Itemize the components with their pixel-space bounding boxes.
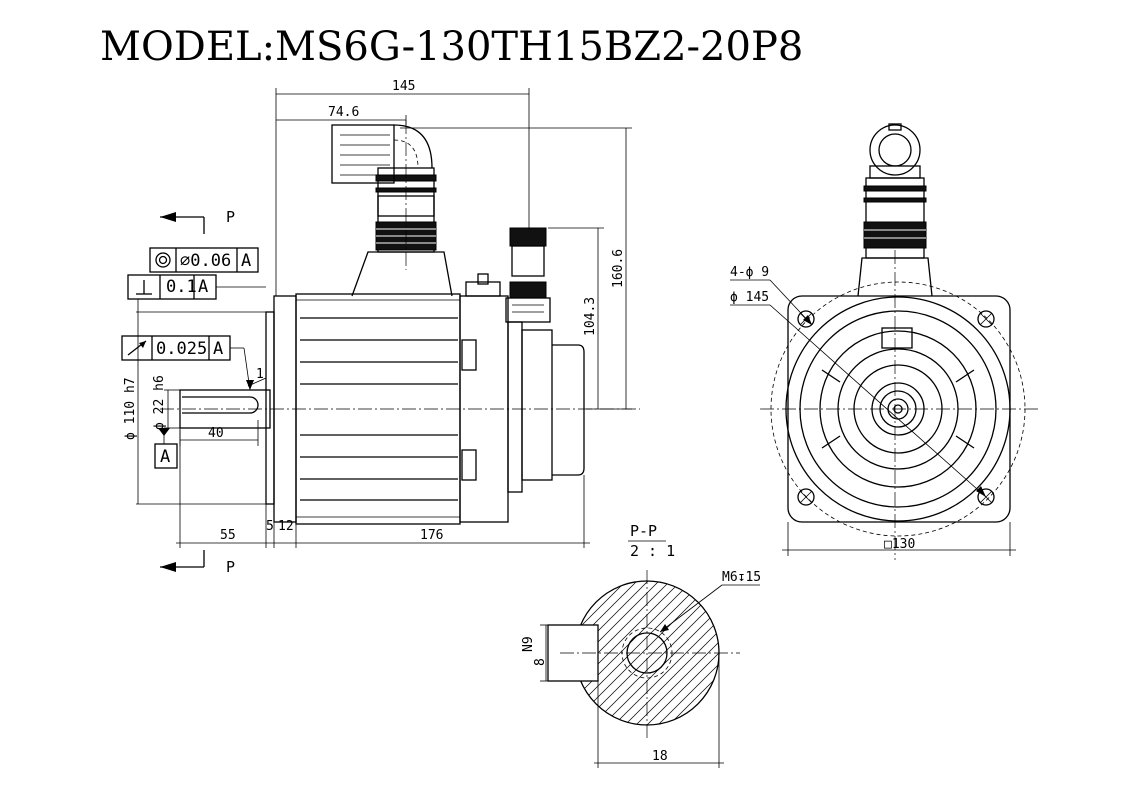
front-connector — [857, 123, 933, 297]
hatch-line — [723, 580, 869, 726]
runout-value: 0.025 — [156, 339, 207, 359]
perpendicularity-datum: A — [198, 277, 208, 297]
motor-shaft — [179, 389, 271, 429]
motor-body — [295, 273, 585, 525]
hatch-line — [415, 580, 561, 726]
dim-height-connector: 104.3 — [583, 297, 598, 336]
encoder-connector — [505, 227, 551, 323]
dim-square: □130 — [884, 537, 915, 552]
hatch-line — [575, 581, 639, 725]
dim-key-length: 40 — [208, 426, 224, 441]
mounting-holes — [797, 310, 995, 506]
hatch-line — [656, 581, 719, 725]
hatch-line — [734, 580, 880, 726]
dim-shaft-height: 18 — [652, 749, 668, 764]
section-label-bottom: P — [226, 558, 235, 576]
front-view: 4-ϕ 9 ϕ 145 □130 — [730, 123, 1040, 560]
perpendicularity-value: 0.1 — [166, 277, 197, 297]
hatch-line — [667, 581, 719, 725]
dim-thread: M6↧15 — [722, 570, 761, 585]
power-connector — [331, 120, 453, 297]
datum-a: A — [154, 428, 178, 469]
concentricity-value: ∅0.06 — [180, 251, 231, 271]
hatch-line — [575, 581, 694, 725]
dim-chamfer: 1 — [256, 367, 264, 382]
dim-shaft-diameter: ϕ 22 h6 — [152, 375, 167, 430]
dim-key-width: N9 — [521, 636, 536, 652]
dim-flange-thickness: 5 — [266, 519, 274, 534]
section-title: P-P — [630, 522, 657, 540]
section-scale: 2 : 1 — [630, 542, 675, 560]
tolerance-perpendicularity: 0.1 A — [127, 274, 266, 312]
section-marker-top: P — [160, 208, 235, 234]
section-marker-bottom: P — [160, 550, 235, 576]
dim-flange-step: 12 — [278, 519, 294, 534]
tolerance-concentricity: ∅0.06 A — [149, 247, 259, 273]
dim-pcd: ϕ 145 — [730, 290, 769, 305]
dim-overall-width: 145 — [392, 79, 415, 94]
hatch-line — [711, 581, 719, 725]
dim-key-value: 8 — [533, 658, 548, 666]
dim-flange-diameter: ϕ 110 h7 — [123, 377, 138, 440]
runout-datum: A — [213, 339, 223, 359]
dim-body-length: 176 — [420, 528, 443, 543]
section-label-top: P — [226, 208, 235, 226]
dim-holes: 4-ϕ 9 — [730, 265, 769, 280]
hatch-line — [634, 581, 719, 725]
dim-height-total: 160.6 — [611, 249, 626, 288]
concentricity-datum: A — [241, 251, 251, 271]
tolerance-runout: 0.025 A — [121, 335, 254, 391]
hatch-line — [575, 581, 628, 725]
hatch-line — [645, 581, 719, 725]
dim-shaft-length: 55 — [220, 528, 236, 543]
section-view: P-P 2 : 1 M6↧15 N9 8 18 — [415, 522, 880, 768]
datum-a-label: A — [160, 447, 170, 467]
hatch-line — [612, 581, 719, 725]
model-title: MODEL:MS6G-130TH15BZ2-20P8 — [100, 24, 803, 70]
dim-connector-offset: 74.6 — [328, 105, 359, 120]
side-view: 145 74.6 160.6 104.3 ϕ 110 h7 ϕ 22 h6 40… — [121, 79, 640, 576]
